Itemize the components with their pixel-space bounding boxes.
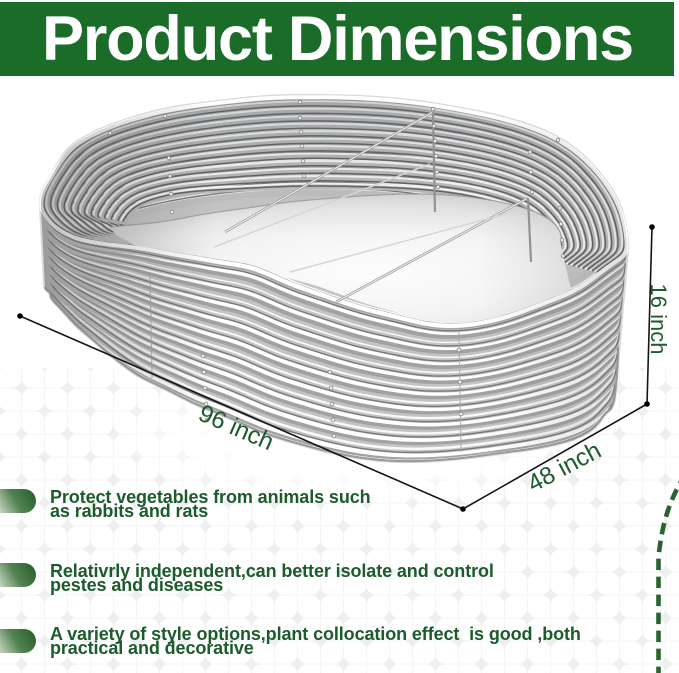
svg-text:16 inch: 16 inch	[646, 284, 671, 355]
